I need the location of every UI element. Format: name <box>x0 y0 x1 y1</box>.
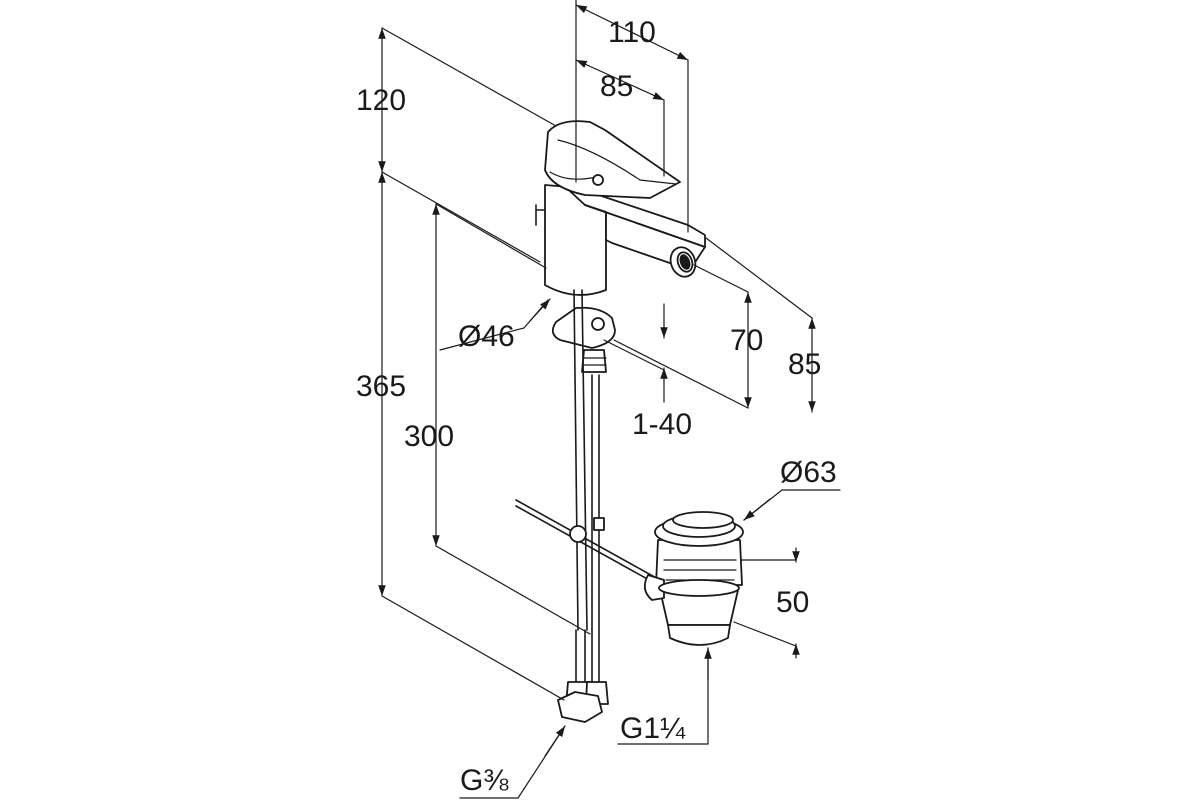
dim-1-40-label: 1-40 <box>632 408 692 441</box>
dim-85-right-label: 85 <box>788 348 821 381</box>
dim-365-label: 365 <box>356 370 406 403</box>
dim-70-label: 70 <box>730 324 763 357</box>
dim-85-top-label: 85 <box>600 70 633 103</box>
dim-50-label: 50 <box>776 586 809 619</box>
faucet-body <box>515 120 706 723</box>
dim-110-label: 110 <box>608 16 656 49</box>
dim-d46-label: Ø46 <box>458 320 515 353</box>
thread-g3-8-label: G⅜ <box>460 764 509 797</box>
thread-g1-1-4-label: G1¼ <box>620 712 686 745</box>
dim-d63-label: Ø63 <box>780 456 837 489</box>
dimension-lines <box>378 0 841 799</box>
dim-300-label: 300 <box>404 420 454 453</box>
dim-120-label: 120 <box>356 84 406 117</box>
popup-waste <box>643 511 744 646</box>
